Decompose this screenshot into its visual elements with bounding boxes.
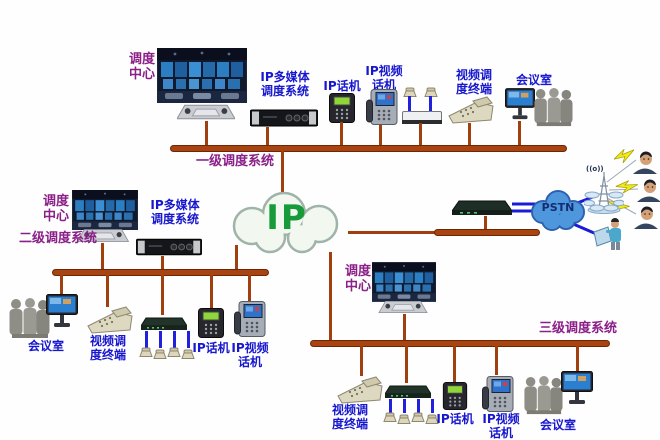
drop-line: [266, 127, 269, 146]
base-station-tower: [584, 170, 624, 214]
drop-line: [484, 216, 487, 229]
mobile-user-head: [632, 150, 658, 174]
drop-line: [101, 243, 104, 270]
level3-control-room-photo: [372, 262, 436, 302]
level3-lan-switch: [385, 383, 431, 399]
drop-line: [360, 346, 363, 376]
level1-control-room-photo: [157, 48, 247, 103]
level3-dispatch-console: [377, 299, 429, 315]
level3-meeting-room-label: 会议室: [539, 418, 576, 432]
level2-bus-label: 二级调度系统: [18, 231, 97, 246]
cloud-to-bus2-line: [235, 245, 238, 269]
phone-line: [431, 399, 434, 413]
level1-ip-phone: [329, 93, 355, 123]
level2-video-terminal: [86, 306, 134, 334]
level2-video-terminal-label: 视频调 度终端: [89, 334, 126, 363]
ip-cloud-label: IP: [266, 198, 308, 238]
level1-multimedia-server-label: IP多媒体 调度系统: [260, 70, 310, 99]
gateway-bus-segment: [434, 229, 540, 236]
level2-lan-switch: [141, 315, 187, 331]
analog-phone: [411, 412, 425, 422]
drop-line: [576, 346, 579, 371]
level3-dispatch-center-label: 调度 中心: [344, 264, 371, 295]
level3-ip-phone: [442, 382, 468, 410]
drop-line: [468, 123, 471, 146]
cloud-to-gateway-line: [348, 231, 438, 234]
level2-dispatch-center-label: 调度 中心: [42, 194, 69, 225]
level2-multimedia-server-label: IP多媒体 调度系统: [150, 198, 200, 227]
drop-line: [340, 122, 343, 146]
level1-video-terminal: [447, 96, 495, 124]
pstn-gateway: [452, 199, 512, 217]
drop-line: [403, 314, 406, 341]
phone-line: [403, 399, 406, 413]
level3-video-terminal-label: 视频调 度终端: [331, 403, 368, 432]
antenna-label: ((o)): [586, 165, 604, 173]
cloud-to-bus3-line: [329, 252, 332, 341]
drop-line: [161, 275, 164, 315]
level1-meeting-room-people: [531, 88, 575, 128]
analog-phone: [167, 347, 181, 357]
level2-bus: [52, 269, 269, 276]
drop-line: [495, 346, 498, 375]
level3-bus: [310, 340, 610, 347]
level3-video-terminal: [336, 376, 384, 404]
mobile-user-head: [636, 178, 660, 202]
drop-line: [379, 125, 382, 146]
phone-line: [417, 399, 420, 413]
drop-line: [210, 275, 213, 308]
level2-multimedia-server: [136, 237, 202, 257]
level3-bus-label: 三级调度系统: [538, 321, 617, 336]
level1-bus-label: 一级调度系统: [195, 154, 274, 169]
level2-ip-phone: [198, 308, 224, 338]
level3-ip-video-phone: [482, 375, 514, 413]
level2-ip-video-phone-label: IP视频 话机: [231, 341, 269, 370]
drop-line: [248, 275, 251, 301]
level1-ip-video-phone-label: IP视频 话机: [365, 64, 403, 93]
level1-bus: [170, 145, 567, 152]
level2-ip-video-phone: [234, 300, 266, 338]
level2-meeting-room-monitor: [46, 293, 78, 331]
phone-line: [173, 331, 176, 348]
level1-video-terminal-label: 视频调 度终端: [455, 68, 492, 97]
phone-line: [145, 331, 148, 348]
level1-meeting-room-label: 会议室: [515, 73, 552, 87]
level3-ip-phone-label: IP话机: [436, 412, 474, 426]
pstn-cloud-label: PSTN: [541, 201, 575, 214]
level2-control-room-photo: [72, 190, 138, 230]
level1-dispatch-center-label: 调度 中心: [128, 52, 155, 83]
phone-line: [429, 96, 432, 112]
phone-line: [408, 96, 411, 112]
level1-ip-phone-label: IP话机: [323, 79, 361, 93]
phone-line: [159, 331, 162, 348]
drop-line: [205, 121, 208, 146]
analog-phone: [139, 347, 153, 357]
drop-line: [106, 275, 109, 307]
drop-line: [405, 346, 408, 383]
level1-dispatch-console: [177, 102, 235, 122]
drop-line: [453, 346, 456, 382]
level1-phone-gateway-front: [402, 120, 442, 124]
drop-line: [60, 275, 63, 295]
level2-ip-phone-label: IP话机: [192, 341, 230, 355]
level2-meeting-room-label: 会议室: [27, 339, 64, 353]
analog-phone: [383, 412, 397, 422]
phone-line: [389, 399, 392, 413]
phone-line: [187, 331, 190, 348]
level1-ip-video-phone: [366, 88, 398, 126]
analog-phone: [153, 349, 167, 359]
drop-line: [518, 121, 521, 146]
level1-multimedia-server: [250, 108, 318, 128]
mobile-user-head: [633, 205, 659, 229]
bus1-to-cloud-line: [281, 151, 284, 195]
level3-ip-video-phone-label: IP视频 话机: [482, 412, 520, 440]
remote-user-with-laptop: [592, 218, 626, 252]
drop-line: [161, 256, 164, 270]
analog-phone: [397, 414, 411, 424]
level3-meeting-room-monitor: [560, 371, 594, 407]
drop-line: [419, 123, 422, 146]
